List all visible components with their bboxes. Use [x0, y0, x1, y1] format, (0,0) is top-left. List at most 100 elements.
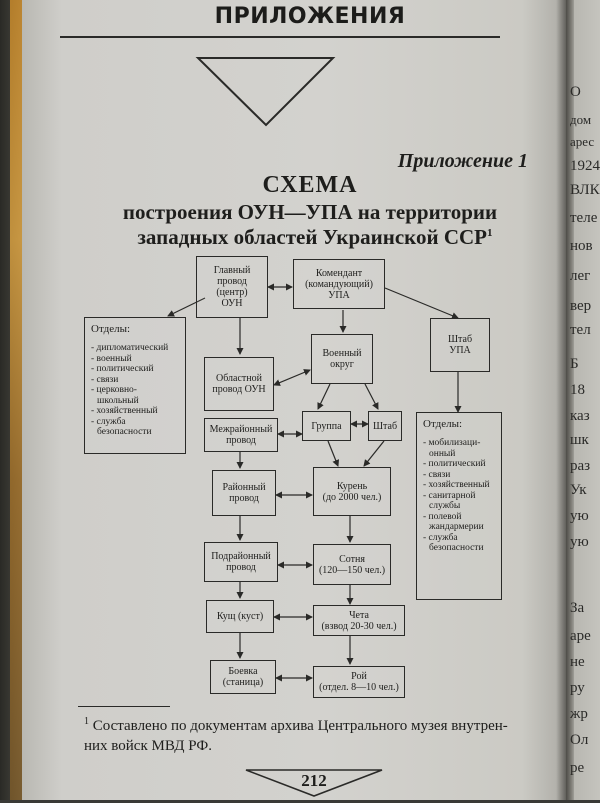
box-text: Главный [213, 265, 251, 276]
box-text: провод [217, 276, 247, 287]
right-page-fragment: вер [570, 298, 592, 314]
departments-right-list: мобилизаци-онныйполитическийсвязихозяйст… [423, 438, 490, 554]
box-text: провод [229, 493, 259, 504]
right-page-fragment: лег [570, 268, 591, 284]
box-text: провод ОУН [212, 384, 266, 395]
right-page-fragment: ВЛК [570, 182, 600, 198]
box-text: Районный [222, 482, 266, 493]
page-number-badge: 212 [244, 768, 384, 798]
right-page-fragment: Ол [570, 732, 589, 748]
footnote-reference: 1 [487, 227, 493, 239]
right-page-fragment: ую [570, 508, 589, 524]
departments-left-list: дипломатическийвоенныйполитическийсвязиц… [91, 343, 169, 438]
right-page-fragment: арес [570, 134, 595, 149]
military-district-box: Военный округ [311, 334, 373, 384]
box-text: Комендант [315, 267, 363, 279]
kuren-box: Курень (до 2000 чел.) [313, 467, 391, 516]
department-item: безопасности [429, 543, 484, 553]
box-text: провод [226, 562, 256, 573]
sotnia-box: Сотня (120—150 чел.) [313, 544, 391, 585]
box-text: Штаб [372, 420, 398, 432]
department-item: хозяйственный [91, 406, 168, 417]
department-item: служба [91, 417, 168, 428]
box-text: УПА [328, 289, 350, 301]
box-text: Межрайонный [209, 424, 273, 435]
right-page-fragment: ую [570, 534, 589, 550]
interdistrict-provod-box: Межрайонный провод [204, 418, 278, 452]
scheme-subtitle-line2: западных областей Украинской ССР1 [137, 225, 493, 249]
page-number-ornament [245, 769, 383, 797]
department-item: онный [429, 448, 456, 459]
box-text: провод [226, 435, 256, 446]
right-page-fragment: жр [570, 706, 588, 722]
regional-provod-box: Областной провод ОУН [204, 357, 274, 411]
district-provod-box: Районный провод [212, 470, 276, 516]
departments-heading: Отделы: [423, 418, 463, 430]
box-text: (до 2000 чел.) [322, 491, 382, 503]
right-page-fragment: раз [570, 458, 591, 474]
commandant-upa-box: Комендант (командующий) УПА [293, 259, 385, 309]
footnote: 1 Составлено по документам архива Центра… [84, 712, 534, 756]
box-text: Военный [322, 348, 362, 359]
box-text: Курень [336, 480, 368, 492]
footnote-mark: 1 [84, 716, 89, 727]
department-item: политический [91, 364, 168, 375]
staff-box: Штаб [368, 411, 402, 441]
box-text: округ [330, 359, 354, 370]
right-page-fragment: тел [570, 322, 591, 338]
department-item: связи [423, 470, 490, 481]
department-item: службы [429, 501, 461, 511]
left-page [22, 0, 570, 800]
department-item: церковно- [91, 385, 168, 396]
box-text: Боевка [228, 666, 258, 677]
cheta-box: Чета (взвод 20-30 чел.) [313, 605, 405, 636]
box-text: УПА [449, 345, 471, 356]
box-text: Подрайонный [211, 551, 271, 562]
department-item: санитарной [423, 491, 490, 502]
department-item: политический [423, 459, 490, 470]
box-text: Рой [351, 671, 367, 682]
department-item: полевой [423, 512, 490, 523]
right-page-fragment: Ук [570, 482, 587, 498]
box-text: (командующий) [305, 278, 373, 290]
footnote-rule [78, 706, 170, 707]
right-page-fragment: нов [570, 238, 593, 254]
departments-right-box: Отделы: мобилизаци-онныйполитическийсвяз… [416, 412, 502, 600]
box-text: (отдел. 8—10 чел.) [319, 682, 399, 693]
right-page-fragment: дом [570, 112, 592, 127]
scheme-subtitle-line1: построения ОУН—УПА на территории [122, 200, 498, 224]
box-text: (120—150 чел.) [318, 564, 386, 576]
right-page-fragment: каз [570, 408, 590, 424]
box-text: Чета [349, 609, 369, 621]
right-page-fragment: Б [570, 356, 579, 372]
book-gutter [556, 0, 574, 800]
department-item: мобилизаци- [423, 438, 490, 449]
box-text: (взвод 20-30 чел.) [321, 620, 397, 632]
subdistrict-provod-box: Подрайонный провод [204, 542, 278, 582]
footnote-text-line2: них войск МВД РФ. [84, 738, 212, 754]
box-text: Сотня [339, 553, 365, 565]
right-page-fragment: аре [570, 628, 591, 644]
box-text: Штаб [447, 334, 473, 345]
scheme-title: СХЕМА [262, 172, 358, 198]
department-item: хозяйственный [423, 480, 490, 491]
right-page-fragment: 1924 [570, 158, 600, 174]
department-item: жандармерии [429, 522, 484, 532]
header-rule [60, 36, 500, 38]
department-item: военный [91, 354, 168, 365]
header-triangle-ornament [195, 57, 336, 127]
departments-left-box: Отделы: дипломатическийвоенныйполитическ… [84, 317, 186, 454]
book-cover-edge [10, 0, 22, 800]
department-item: связи [91, 375, 168, 386]
box-text: (центр) [216, 287, 248, 298]
department-item: безопасности [97, 427, 152, 437]
kushch-box: Кущ (куст) [206, 600, 274, 633]
right-page-fragment: О [570, 84, 581, 100]
department-item: служба [423, 533, 490, 544]
box-text: Кущ (куст) [216, 611, 264, 622]
right-page-fragment: шк [570, 432, 589, 448]
departments-heading: Отделы: [91, 323, 131, 335]
department-item: дипломатический [91, 343, 169, 354]
running-header: ПРИЛОЖЕНИЯ [214, 4, 406, 29]
